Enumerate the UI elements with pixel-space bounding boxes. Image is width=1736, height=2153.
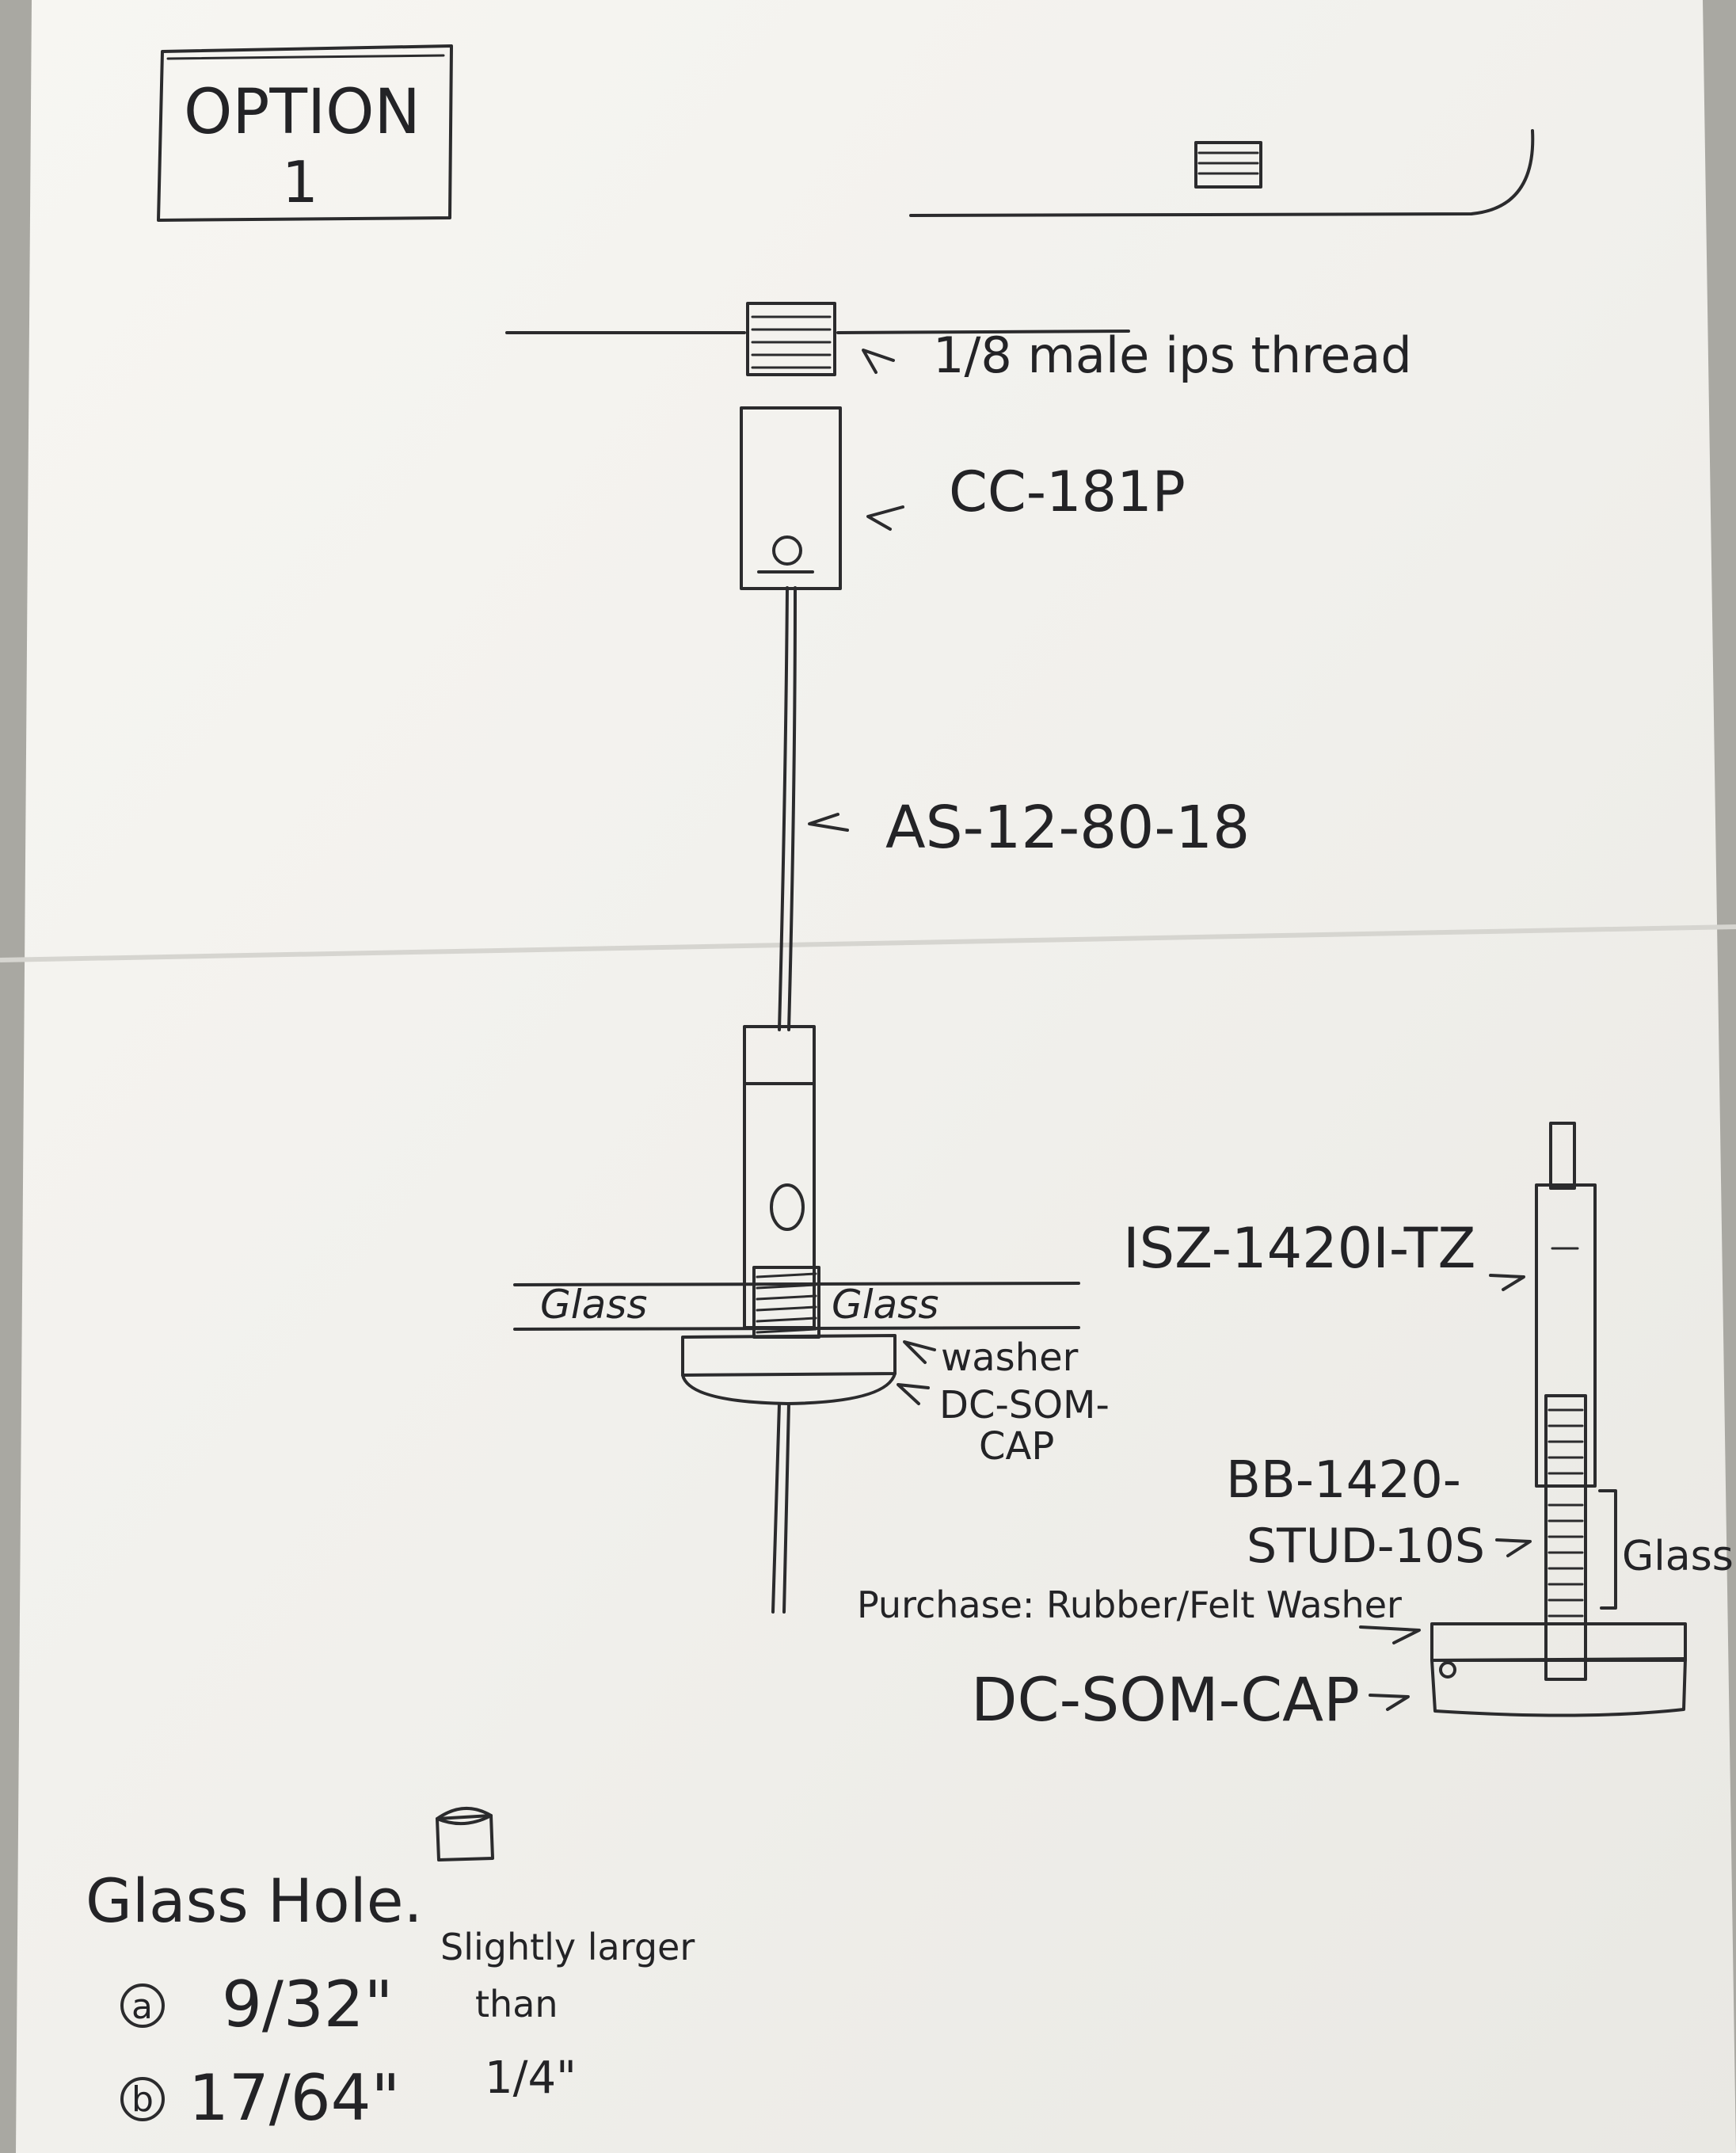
ceiling-sketch: [909, 129, 1535, 217]
cap-arrow: [897, 1383, 930, 1405]
glass-top-line: [513, 1282, 1080, 1286]
option-b-marker: b: [131, 2079, 154, 2120]
washer-arrow: [903, 1340, 936, 1364]
label-cable: AS-12-80-18: [885, 794, 1250, 862]
note-slightly-2: than: [475, 1983, 558, 2025]
label-washer: washer: [941, 1336, 1079, 1380]
label-bb-1: BB-1420-: [1226, 1451, 1461, 1510]
note-glass-hole: Glass Hole.: [86, 1865, 423, 1936]
label-cap-left-1: DC-SOM-: [939, 1383, 1110, 1427]
label-glass-left: Glass: [540, 1282, 647, 1328]
ceiling-mount: [505, 302, 1130, 376]
glass-bottom-line: [513, 1326, 1080, 1331]
label-bb-2: STUD-10S: [1247, 1519, 1485, 1574]
note-slightly-1: Slightly larger: [440, 1926, 695, 1968]
label-glass-right: Glass: [832, 1282, 938, 1328]
label-cap-detail: DC-SOM-CAP: [971, 1664, 1360, 1735]
paper-fold: [0, 924, 1736, 962]
option-b-size: 17/64": [188, 2061, 400, 2135]
option-number: 1: [282, 149, 318, 215]
cap-detail-arrow: [1369, 1694, 1410, 1711]
detail-assembly: [1430, 1122, 1687, 1717]
note-slightly-3: 1/4": [485, 2052, 577, 2104]
hole-sketch: [436, 1806, 494, 1861]
option-b-circle: [120, 2077, 165, 2121]
label-cc: CC-181P: [949, 459, 1186, 524]
option-a-size: 9/32": [222, 1968, 393, 2041]
label-glass-detail: Glass: [1622, 1533, 1734, 1580]
cable-upper-left: [778, 586, 789, 1031]
label-isz: ISZ-1420I-TZ: [1123, 1216, 1475, 1281]
option-a-marker: a: [131, 1987, 153, 2027]
label-cap-left-2: CAP: [979, 1424, 1054, 1469]
bb-arrow: [1495, 1538, 1532, 1557]
cable-arrow: [808, 813, 849, 832]
purchase-arrow: [1359, 1625, 1421, 1644]
option-title: OPTION: [184, 77, 421, 148]
cable-lower-right: [782, 1402, 790, 1614]
option-box: OPTION 1: [157, 44, 453, 222]
isz-arrow: [1489, 1274, 1525, 1291]
cable-upper-right: [787, 586, 797, 1031]
thread-arrow: [862, 349, 895, 374]
cc-arrow: [866, 505, 904, 531]
option-a-circle: [120, 1983, 165, 2028]
label-purchase: Purchase: Rubber/Felt Washer: [857, 1583, 1402, 1626]
label-thread: 1/8 male ips thread: [933, 326, 1412, 384]
cc-181p-fitting: [740, 406, 842, 590]
cable-lower-left: [771, 1402, 781, 1614]
paper-sheet: [16, 0, 1736, 2153]
